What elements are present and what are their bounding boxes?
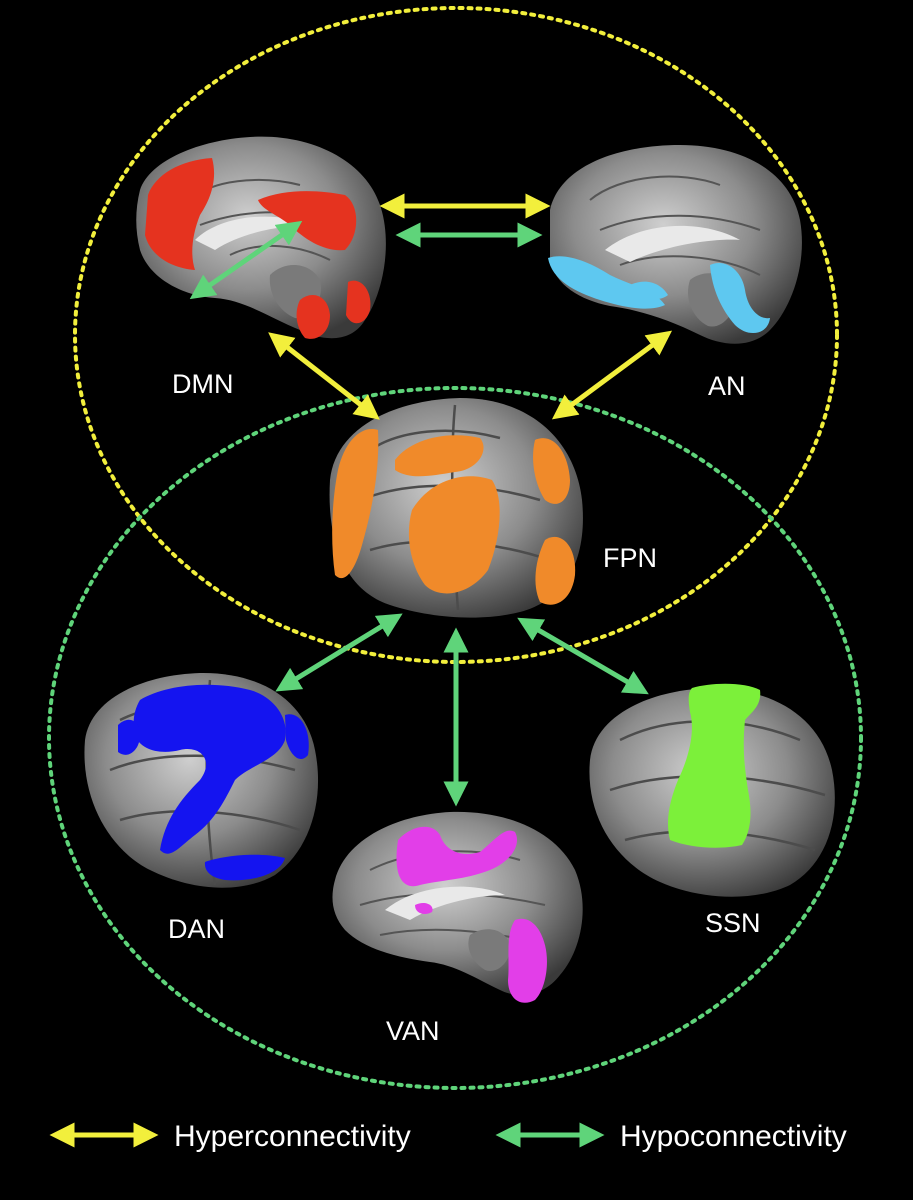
dan-activation-frontal bbox=[118, 719, 140, 755]
fpn-activation-left-frontal bbox=[332, 429, 379, 579]
hypo-arrow-fpn-ssn bbox=[517, 617, 649, 695]
label-ssn: SSN bbox=[705, 908, 761, 938]
van-activation-cingulate bbox=[396, 826, 518, 887]
an-brain-image bbox=[548, 145, 802, 344]
dmn-activation-cerebellar bbox=[296, 295, 330, 339]
dmn-activation-posterior bbox=[346, 280, 371, 324]
dan-activation-inferior bbox=[204, 854, 285, 881]
label-dan: DAN bbox=[168, 914, 225, 944]
dmn-brain-image bbox=[136, 136, 386, 339]
hyper-arrow-dmn-fpn bbox=[268, 332, 380, 420]
hypoconnectivity-group-circle bbox=[47, 386, 863, 1090]
legend-hypo-label: Hypoconnectivity bbox=[620, 1120, 847, 1153]
fpn-activation-right-posterior bbox=[535, 536, 576, 605]
label-fpn: FPN bbox=[603, 543, 657, 573]
legend-hyper-label: Hyperconnectivity bbox=[174, 1120, 411, 1153]
dmn-activation-precuneus bbox=[258, 191, 357, 251]
van-brain-image bbox=[332, 811, 583, 1003]
fpn-activation-superior bbox=[395, 435, 484, 477]
fpn-brain-image bbox=[329, 398, 583, 618]
dan-activation-right-posterior bbox=[285, 714, 309, 760]
van-activation-insula bbox=[508, 918, 547, 1003]
ssn-activation-sensorimotor bbox=[667, 683, 761, 848]
an-activation-limbic bbox=[630, 281, 668, 300]
dan-activation-superior-parietal bbox=[133, 684, 286, 854]
fpn-activation-right-parietal bbox=[533, 438, 570, 504]
an-activation-posterior bbox=[710, 262, 770, 334]
hypo-arrow-fpn-dan bbox=[275, 613, 403, 692]
label-an: AN bbox=[708, 371, 746, 401]
dmn-activation-frontal bbox=[145, 158, 215, 270]
label-dmn: DMN bbox=[172, 369, 234, 399]
legend: Hyperconnectivity Hypoconnectivity bbox=[49, 1120, 847, 1153]
hyper-arrow-an-fpn bbox=[551, 330, 673, 420]
label-van: VAN bbox=[386, 1016, 440, 1046]
fpn-activation-central bbox=[408, 476, 500, 594]
ssn-brain-image bbox=[589, 683, 835, 897]
hypo-arrow-dmn-internal bbox=[189, 220, 303, 300]
van-activation-medial bbox=[415, 902, 433, 914]
dan-brain-image bbox=[84, 672, 319, 888]
an-activation-temporal bbox=[548, 256, 665, 309]
